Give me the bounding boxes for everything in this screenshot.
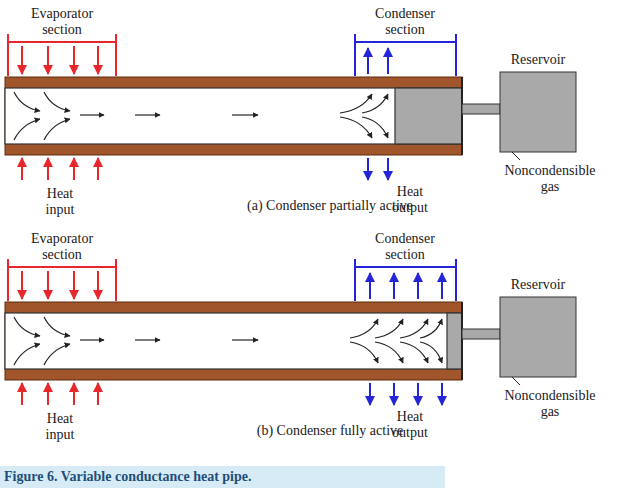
panel-b <box>5 259 576 405</box>
part-label: Reservoir <box>493 52 583 68</box>
part-label: Noncondensible gas <box>495 163 605 195</box>
part-label: Reservoir <box>493 277 583 293</box>
section-label: Condenser section <box>360 231 450 263</box>
heat-label: Heat input <box>34 411 86 443</box>
caption-bar <box>0 466 445 488</box>
subfigure-caption: (b) Condenser fully active <box>195 423 465 439</box>
subfigure-caption: (a) Condenser partially active <box>195 198 465 214</box>
section-label: Evaporator section <box>12 231 112 263</box>
section-label: Condenser section <box>360 6 450 38</box>
figure-caption: Figure 6. Variable conductance heat pipe… <box>4 469 251 485</box>
panel-a <box>5 34 576 180</box>
heat-label: Heat input <box>34 186 86 218</box>
part-label: Noncondensible gas <box>495 388 605 420</box>
section-label: Evaporator section <box>12 6 112 38</box>
